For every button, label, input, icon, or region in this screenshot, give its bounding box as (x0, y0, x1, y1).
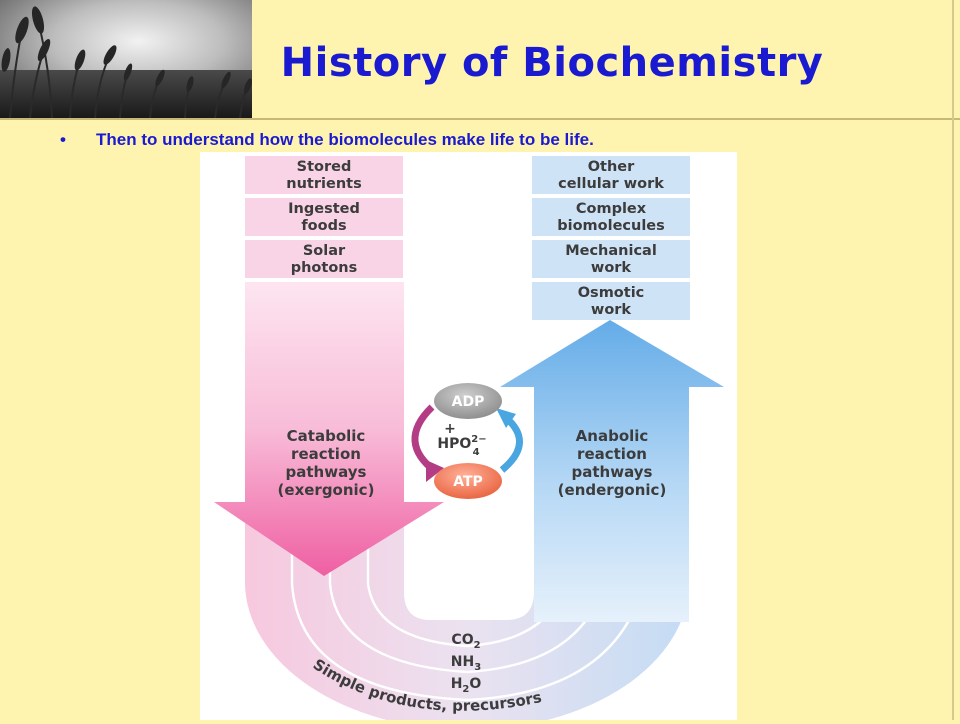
slide-title: History of Biochemistry (280, 40, 824, 86)
atp-label: ATP (453, 474, 483, 490)
formula-tail: O (469, 676, 481, 692)
formula-base: HPO (437, 436, 471, 452)
adp-circle: ADP (434, 383, 502, 419)
box-line: cellular work (558, 176, 664, 192)
bullet-marker: • (60, 130, 66, 149)
cycle-arrowhead-left (426, 460, 444, 482)
box-line: foods (301, 218, 346, 234)
metabolism-diagram: Stored nutrients Ingested foods Solar ph… (200, 152, 737, 724)
right-edge-line (952, 0, 954, 720)
label-line: pathways (572, 463, 653, 481)
box-line: Complex (576, 201, 647, 217)
box-line: Solar (303, 243, 346, 259)
adp-label: ADP (452, 394, 485, 410)
formula-base: H (451, 676, 463, 692)
output-box-complex-biomolecules: Complex biomolecules (532, 198, 690, 236)
cycle-arrow-left (411, 404, 439, 475)
label-line: pathways (286, 463, 367, 481)
catabolic-label: Catabolic reaction pathways (exergonic) (278, 427, 375, 499)
box-line: Stored (297, 159, 352, 175)
wheat-field-photo (0, 0, 252, 118)
output-box-osmotic-work: Osmotic work (532, 282, 690, 320)
title-divider (0, 118, 960, 120)
molecule-co2: CO2 (451, 632, 480, 651)
formula-subscript: 3 (474, 662, 481, 673)
bullet-text: Then to understand how the biomolecules … (96, 130, 594, 149)
output-box-mechanical-work: Mechanical work (532, 240, 690, 278)
bullet-point: • Then to understand how the biomolecules… (60, 130, 594, 150)
box-line: work (591, 260, 632, 276)
label-line: reaction (577, 445, 647, 463)
label-line: Catabolic (287, 427, 366, 445)
input-box-ingested-foods: Ingested foods (245, 198, 403, 236)
box-line: Mechanical (565, 243, 657, 259)
atp-circle: ATP (434, 463, 502, 499)
label-line: Anabolic (576, 427, 649, 445)
box-line: Ingested (288, 201, 360, 217)
molecule-h2o: H2O (451, 676, 482, 695)
catabolic-arrow (214, 282, 444, 576)
cycle-arrowhead-right (496, 408, 516, 428)
input-box-stored-nutrients: Stored nutrients (245, 156, 403, 194)
input-box-solar-photons: Solar photons (245, 240, 403, 278)
formula-charge: 2− (471, 434, 486, 445)
box-line: nutrients (286, 176, 361, 192)
formula-base: NH (451, 654, 474, 670)
box-line: work (591, 302, 632, 318)
phosphate-formula: HPO2− 4 (437, 434, 486, 458)
label-line: (exergonic) (278, 481, 375, 499)
molecule-nh3: NH3 (451, 654, 481, 673)
box-line: Other (588, 159, 635, 175)
label-line: (endergonic) (558, 481, 667, 499)
formula-subscript: 2 (474, 640, 481, 651)
box-line: Osmotic (578, 285, 645, 301)
anabolic-arrow (500, 320, 724, 622)
formula-subscript: 4 (473, 447, 480, 458)
box-line: biomolecules (557, 218, 665, 234)
simple-molecules: CO2 NH3 H2O (451, 632, 482, 695)
box-line: photons (291, 260, 358, 276)
plus-sign: + (444, 421, 456, 437)
output-box-other-cellular-work: Other cellular work (532, 156, 690, 194)
label-line: reaction (291, 445, 361, 463)
formula-subscript: 2 (462, 684, 469, 695)
phosphate-label: + HPO2− 4 (437, 421, 486, 458)
formula-base: CO (451, 632, 473, 648)
anabolic-label: Anabolic reaction pathways (endergonic) (558, 427, 667, 499)
